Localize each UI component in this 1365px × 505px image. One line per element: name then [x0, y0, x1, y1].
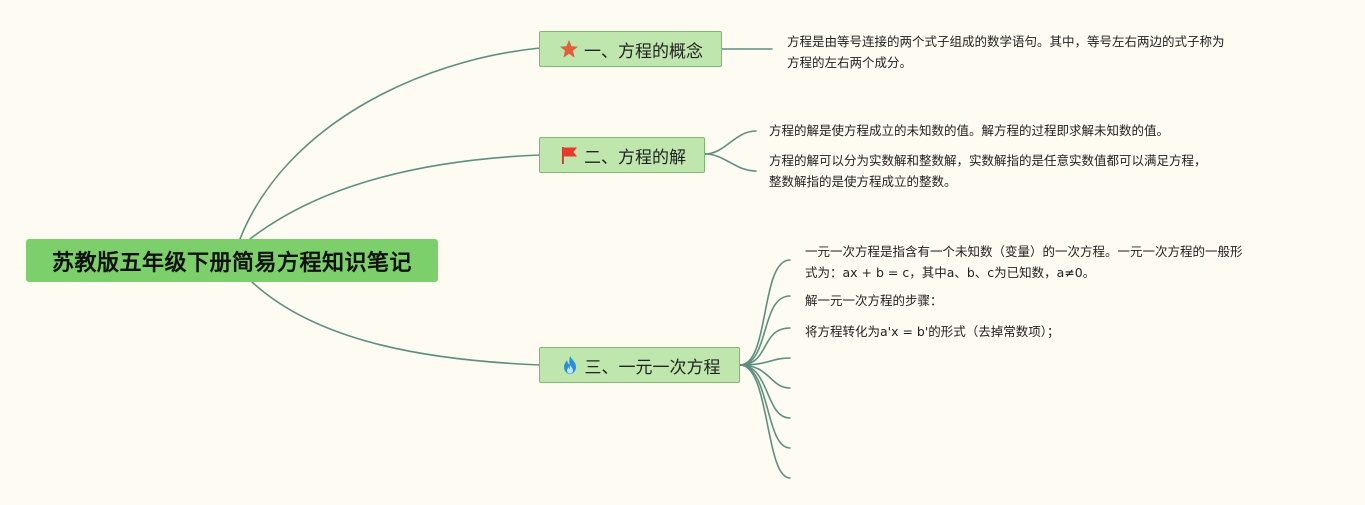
flag-icon — [558, 144, 580, 166]
fire-icon — [559, 354, 581, 376]
link-topic-3-leaf-2 — [739, 295, 791, 366]
leaf-concept-definition[interactable]: 方程是由等号连接的两个式子组成的数学语句。其中，等号左右两边的式子称为 方程的左… — [787, 34, 1225, 70]
leaf-solution-definition[interactable]: 方程的解是使方程成立的未知数的值。解方程的过程即求解未知数的值。 — [769, 123, 1170, 138]
link-topic-2-leaf-1 — [704, 130, 757, 155]
link-topic-3-leaf-1 — [739, 259, 791, 366]
link-topic-3-leaf-3 — [739, 327, 791, 366]
link-topic-2-leaf-2 — [704, 153, 757, 172]
leaf-linear-definition[interactable]: 一元一次方程是指含有一个未知数（变量）的一次方程。一元一次方程的一般形 式为：a… — [805, 244, 1243, 280]
link-root-topic-1 — [239, 47, 541, 240]
topic-title: 一、方程的概念 — [584, 41, 703, 62]
star-icon — [558, 38, 580, 60]
root-title: 苏教版五年级下册简易方程知识笔记 — [51, 250, 412, 276]
topic-linear-equation[interactable]: 三、一元一次方程 — [539, 347, 740, 383]
link-root-topic-2 — [249, 154, 541, 240]
link-root-topic-3 — [251, 281, 541, 366]
link-topic-3-branch-7 — [739, 364, 791, 449]
leaf-linear-steps[interactable]: 解一元一次方程的步骤： — [805, 293, 943, 308]
leaf-linear-step-1[interactable]: 将方程转化为a'x = b'的形式（去掉常数项）； — [805, 324, 1060, 339]
root-topic[interactable]: 苏教版五年级下册简易方程知识笔记 — [26, 239, 438, 282]
leaf-solution-types[interactable]: 方程的解可以分为实数解和整数解，实数解指的是任意实数值都可以满足方程， 整数解指… — [769, 153, 1207, 189]
topic-title: 二、方程的解 — [584, 147, 686, 168]
topic-solution[interactable]: 二、方程的解 — [539, 137, 705, 173]
topic-concept[interactable]: 一、方程的概念 — [539, 31, 722, 67]
topic-title: 三、一元一次方程 — [584, 357, 721, 378]
link-topic-3-branch-8 — [739, 364, 791, 479]
